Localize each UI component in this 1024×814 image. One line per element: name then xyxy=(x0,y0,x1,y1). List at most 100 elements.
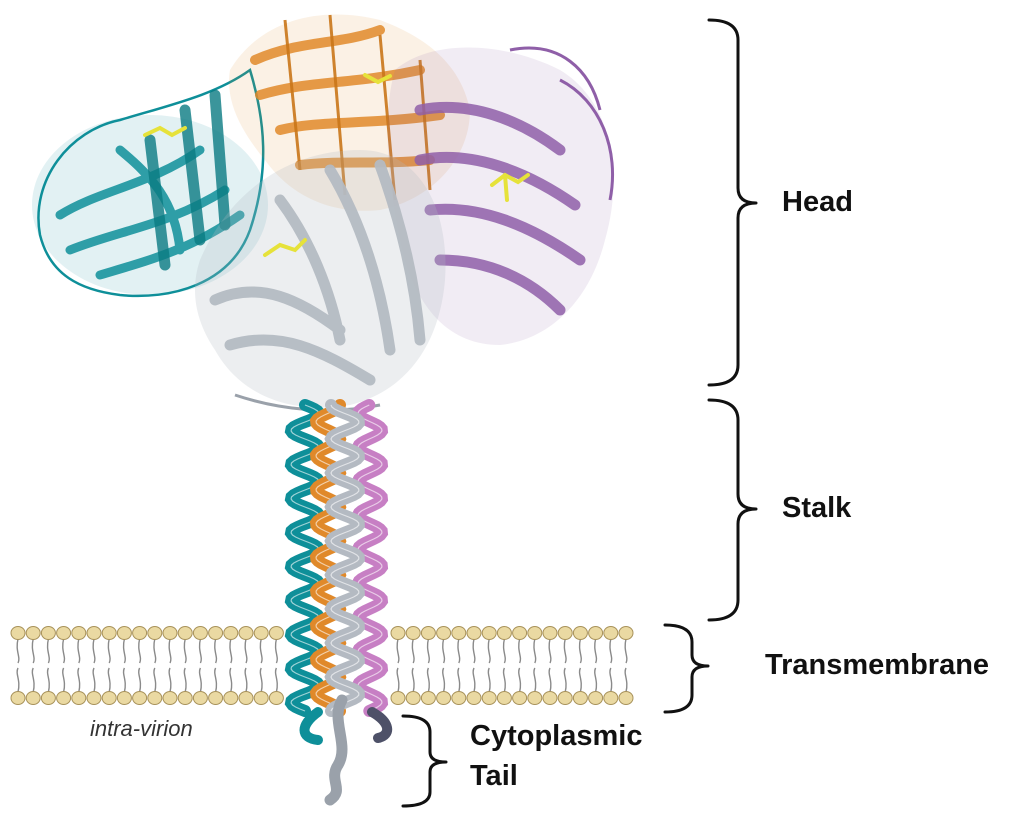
lipid-head xyxy=(162,626,178,640)
lipid-tail xyxy=(411,638,415,693)
lipid-tail xyxy=(518,638,522,693)
lipid-head xyxy=(208,691,224,705)
lipid-head xyxy=(603,626,619,640)
lipid-tail xyxy=(396,638,400,693)
lipid-tail xyxy=(214,638,218,693)
lipid-head xyxy=(436,691,452,705)
lipid-head xyxy=(147,626,163,640)
lipid-head xyxy=(86,626,102,640)
lipid-head xyxy=(496,626,512,640)
lipid-head xyxy=(238,626,254,640)
lipid-tail xyxy=(563,638,567,693)
lipid-head xyxy=(71,691,87,705)
stalk-bracket xyxy=(707,398,758,622)
tail-label: Tail xyxy=(470,760,518,792)
transmembrane-label: Transmembrane xyxy=(765,649,990,681)
lipid-head xyxy=(268,626,284,640)
cytoplasmic-tail xyxy=(299,694,392,806)
lipid-head xyxy=(496,691,512,705)
lipid-head xyxy=(132,626,148,640)
head-label: Head xyxy=(782,186,853,218)
lipid-tail xyxy=(31,638,35,693)
lipid-tail xyxy=(92,638,96,693)
lipid-head xyxy=(101,691,117,705)
lipid-head xyxy=(132,691,148,705)
lipid-tail xyxy=(77,638,81,693)
lipid-head xyxy=(572,691,588,705)
lipid-head xyxy=(86,691,102,705)
region-brackets xyxy=(401,18,758,808)
gray-subunit xyxy=(195,150,446,412)
lipid-head xyxy=(25,626,41,640)
lipid-head xyxy=(572,626,588,640)
lipid-head xyxy=(390,691,406,705)
head-bracket xyxy=(707,18,758,387)
lipid-head xyxy=(588,691,604,705)
lipid-head xyxy=(542,626,558,640)
lipid-head xyxy=(101,626,117,640)
cytoplasmic-label: Cytoplasmic xyxy=(470,720,643,752)
lipid-tail xyxy=(442,638,446,693)
lipid-head xyxy=(56,691,72,705)
lipid-tail xyxy=(46,638,50,693)
lipid-tail xyxy=(16,638,20,693)
lipid-head xyxy=(71,626,87,640)
lipid-tail xyxy=(472,638,476,693)
lipid-head xyxy=(116,691,132,705)
lipid-head xyxy=(405,626,421,640)
lipid-head xyxy=(527,626,543,640)
lipid-tail xyxy=(578,638,582,693)
lipid-tail xyxy=(138,638,142,693)
lipid-head xyxy=(192,626,208,640)
lipid-head xyxy=(223,691,239,705)
lipid-head xyxy=(56,626,72,640)
lipid-tail xyxy=(62,638,66,693)
lipid-tail xyxy=(594,638,598,693)
transmembrane-bracket xyxy=(663,623,710,714)
lipid-head xyxy=(238,691,254,705)
lipid-head xyxy=(451,691,467,705)
lipid-tail xyxy=(122,638,126,693)
lipid-head xyxy=(420,691,436,705)
lipid-head xyxy=(481,626,497,640)
lipid-head xyxy=(481,691,497,705)
cytoplasmic-bracket xyxy=(401,714,448,808)
lipid-tail xyxy=(502,638,506,693)
lipid-tail xyxy=(609,638,613,693)
lipid-tail xyxy=(274,638,278,693)
lipid-head xyxy=(527,691,543,705)
lipid-head xyxy=(253,691,269,705)
pink-helix-highlight xyxy=(357,404,383,712)
lipid-head xyxy=(618,691,634,705)
lipid-head xyxy=(436,626,452,640)
lipid-tail xyxy=(624,638,628,693)
lipid-tail xyxy=(198,638,202,693)
lipid-head xyxy=(116,626,132,640)
lipid-head xyxy=(162,691,178,705)
teal-subunit xyxy=(32,67,268,298)
lipid-tail xyxy=(244,638,248,693)
gray-helix-highlight xyxy=(330,404,360,712)
intra-virion-label: intra-virion xyxy=(90,716,193,741)
orange-helix-highlight xyxy=(315,404,341,712)
lipid-tail xyxy=(533,638,537,693)
lipid-head xyxy=(451,626,467,640)
lipid-tail xyxy=(487,638,491,693)
lipid-head xyxy=(40,626,56,640)
lipid-bilayer xyxy=(10,626,634,705)
stalk-label: Stalk xyxy=(782,492,852,524)
lipid-head xyxy=(253,626,269,640)
lipid-head xyxy=(466,691,482,705)
lipid-head xyxy=(420,626,436,640)
lipid-head xyxy=(25,691,41,705)
lipid-head xyxy=(603,691,619,705)
lipid-head xyxy=(268,691,284,705)
lipid-tail xyxy=(107,638,111,693)
lipid-head xyxy=(223,626,239,640)
lipid-tail xyxy=(183,638,187,693)
lipid-head xyxy=(466,626,482,640)
orange-subunit xyxy=(229,14,470,211)
lipid-head xyxy=(405,691,421,705)
lipid-head xyxy=(557,691,573,705)
